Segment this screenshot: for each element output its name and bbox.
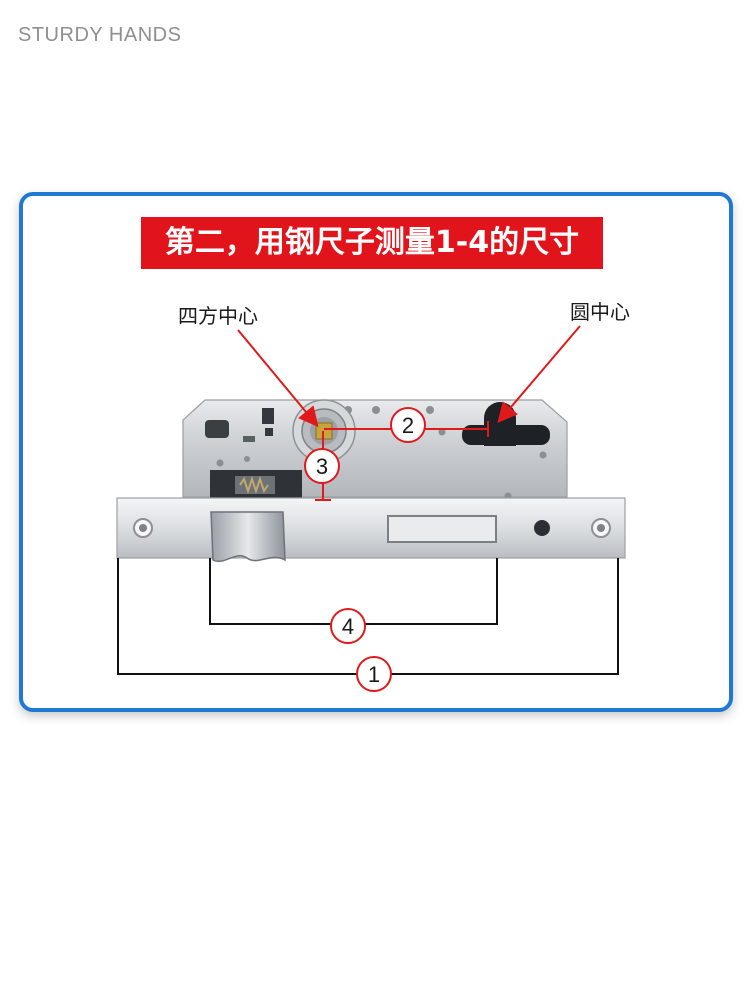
brand-watermark: STURDY HANDS (18, 24, 182, 46)
marker-3: 3 (304, 448, 340, 484)
marker-4: 4 (330, 608, 366, 644)
round-center-label: 圆中心 (570, 300, 630, 324)
marker-1: 1 (356, 656, 392, 692)
marker-2: 2 (390, 407, 426, 443)
square-center-label: 四方中心 (178, 304, 258, 328)
latch-bolt (210, 511, 286, 563)
svg-text:2: 2 (402, 413, 414, 438)
face-plate (116, 497, 626, 559)
svg-text:4: 4 (342, 614, 354, 639)
instruction-banner: 第二，用钢尺子测量1-4的尺寸 (141, 217, 603, 269)
lock-body (182, 399, 568, 500)
svg-text:3: 3 (316, 454, 328, 479)
svg-text:1: 1 (368, 662, 380, 687)
dimension-lines (117, 558, 619, 675)
